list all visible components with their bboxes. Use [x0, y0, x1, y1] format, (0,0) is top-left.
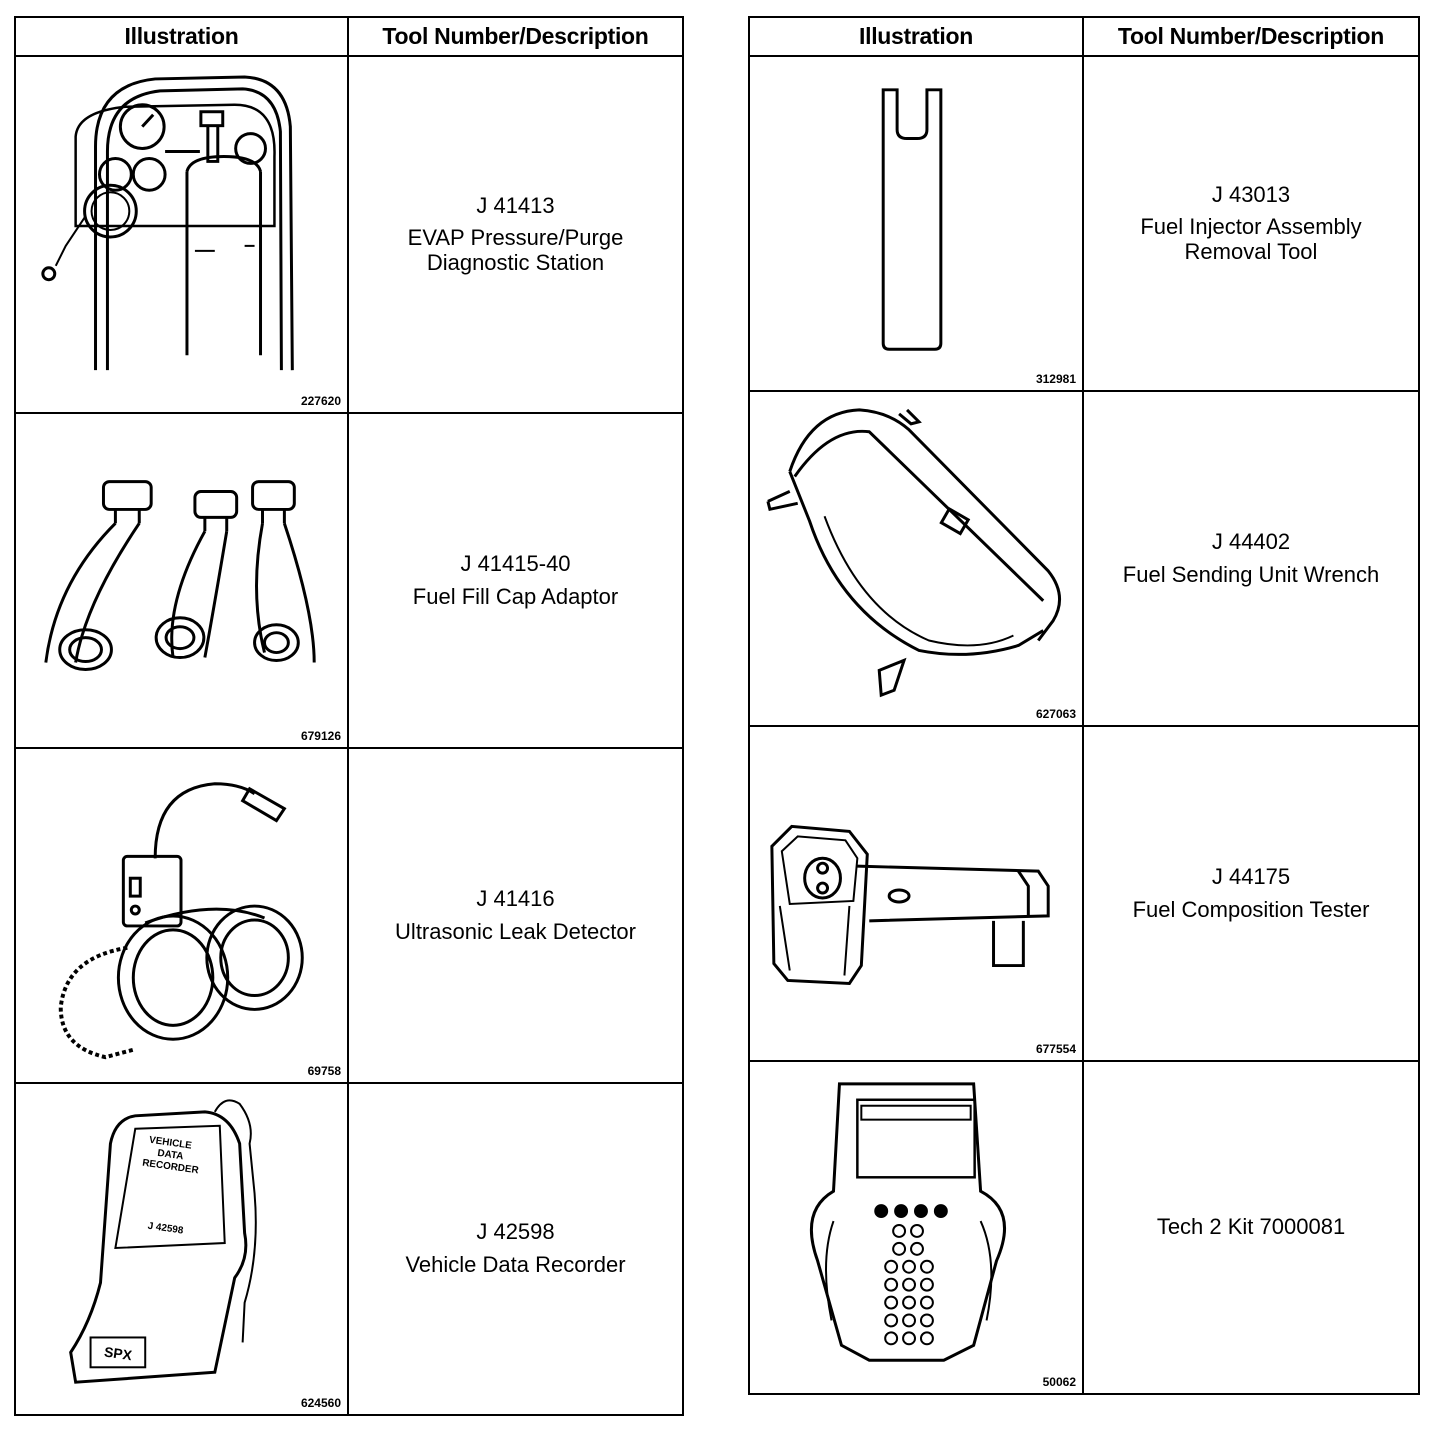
figure-number: 624560: [300, 1396, 341, 1410]
tool-number: J 44402: [1211, 528, 1291, 554]
tool-row: 50062 Tech 2 Kit 7000081: [748, 1060, 1420, 1395]
device-label-part-number: J 42598: [147, 1221, 185, 1237]
tool-description-cell: J 43013 Fuel Injector Assembly Removal T…: [1082, 55, 1420, 392]
tool-description: Fuel Sending Unit Wrench: [1122, 561, 1380, 587]
tool-description-cell: J 41416 Ultrasonic Leak Detector: [347, 747, 684, 1084]
fuel-injector-removal-tool-illustration: [881, 88, 943, 351]
tech2-scan-tool-illustration: [810, 1082, 1006, 1362]
illustration-cell: 677554: [748, 725, 1084, 1062]
tool-row: VEHICLE DATA RECORDER J 42598 SPX 624560…: [14, 1082, 684, 1416]
tool-row: 69758 J 41416 Ultrasonic Leak Detector: [14, 747, 684, 1084]
figure-number: 312981: [1035, 372, 1076, 386]
figure-number: 227620: [300, 394, 341, 408]
figure-number: 627063: [1035, 707, 1076, 721]
tool-description-cell: J 41413 EVAP Pressure/Purge Diagnostic S…: [347, 55, 684, 414]
left-tool-table: Illustration Tool Number/Description 227…: [14, 16, 684, 1416]
figure-number: 679126: [300, 729, 341, 743]
tool-description: Fuel Fill Cap Adaptor: [412, 583, 619, 609]
illustration-cell: 227620: [14, 55, 349, 414]
figure-number: 50062: [1042, 1375, 1076, 1389]
illustration-header: Illustration: [748, 16, 1084, 57]
fuel-sending-unit-wrench-illustration: [766, 408, 1061, 698]
figure-number: 677554: [1035, 1042, 1076, 1056]
fuel-fill-cap-adaptor-illustration: [44, 480, 316, 671]
tool-number: J 43013: [1211, 181, 1291, 207]
tool-description: Ultrasonic Leak Detector: [395, 918, 636, 944]
illustration-cell: 69758: [14, 747, 349, 1084]
tool-description-cell: J 44175 Fuel Composition Tester: [1082, 725, 1420, 1062]
tool-row: 312981 J 43013 Fuel Injector Assembly Re…: [748, 55, 1420, 392]
illustration-header: Illustration: [14, 16, 349, 57]
tool-description: Fuel Composition Tester: [1132, 896, 1370, 922]
right-tool-table: Illustration Tool Number/Description 312…: [748, 16, 1420, 1395]
ultrasonic-leak-detector-illustration: [58, 782, 304, 1060]
tool-row: 677554 J 44175 Fuel Composition Tester: [748, 725, 1420, 1062]
tool-number: J 41413: [476, 192, 555, 218]
tool-description: EVAP Pressure/Purge Diagnostic Station: [407, 225, 624, 275]
tool-row: 627063 J 44402 Fuel Sending Unit Wrench: [748, 390, 1420, 727]
tool-description-cell: J 41415-40 Fuel Fill Cap Adaptor: [347, 412, 684, 749]
tool-row: 679126 J 41415-40 Fuel Fill Cap Adaptor: [14, 412, 684, 749]
fuel-composition-tester-illustration: [770, 824, 1050, 985]
header-row: Illustration Tool Number/Description: [14, 16, 684, 57]
tool-description-cell: Tech 2 Kit 7000081: [1082, 1060, 1420, 1395]
description-header: Tool Number/Description: [347, 16, 684, 57]
spx-logo: SPX: [103, 1344, 133, 1364]
figure-number: 69758: [307, 1064, 341, 1078]
tool-description-cell: J 44402 Fuel Sending Unit Wrench: [1082, 390, 1420, 727]
tool-number: J 42598: [476, 1219, 555, 1245]
tool-number: J 44175: [1211, 863, 1291, 889]
tool-description: Fuel Injector Assembly Removal Tool: [1140, 214, 1362, 264]
illustration-cell: 679126: [14, 412, 349, 749]
description-header: Tool Number/Description: [1082, 16, 1420, 57]
tool-description: Tech 2 Kit 7000081: [1156, 1214, 1346, 1240]
illustration-cell: 50062: [748, 1060, 1084, 1395]
tool-number: J 41416: [476, 885, 555, 911]
illustration-cell: 312981: [748, 55, 1084, 392]
evap-station-illustration: [41, 75, 294, 371]
tool-description-cell: J 42598 Vehicle Data Recorder: [347, 1082, 684, 1416]
illustration-cell: 627063: [748, 390, 1084, 727]
keypad-buttons: [874, 1204, 948, 1346]
device-label-data: DATA: [157, 1148, 184, 1163]
vehicle-data-recorder-illustration: VEHICLE DATA RECORDER J 42598 SPX: [69, 1099, 257, 1384]
illustration-cell: VEHICLE DATA RECORDER J 42598 SPX 624560: [14, 1082, 349, 1416]
tool-description: Vehicle Data Recorder: [405, 1252, 626, 1277]
tool-number: J 41415-40: [460, 550, 571, 576]
tool-row: 227620 J 41413 EVAP Pressure/Purge Diagn…: [14, 55, 684, 414]
header-row: Illustration Tool Number/Description: [748, 16, 1420, 57]
